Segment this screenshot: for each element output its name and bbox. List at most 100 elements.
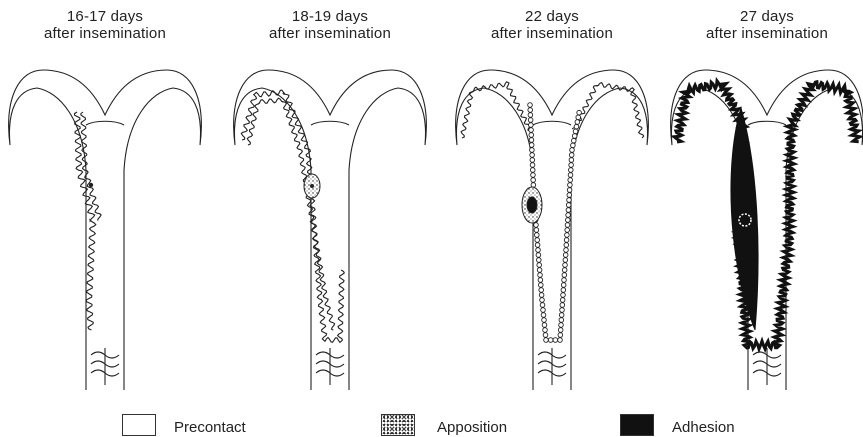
apposition-bead [566, 208, 571, 213]
apposition-bead [562, 273, 567, 278]
apposition-bead [541, 313, 546, 318]
apposition-bead [565, 223, 570, 228]
apposition-bead [531, 173, 536, 178]
apposition-bead [537, 258, 542, 263]
apposition-bead [563, 258, 568, 263]
apposition-bead [542, 318, 547, 323]
apposition-bead [564, 243, 569, 248]
embryo-dot [310, 184, 314, 188]
apposition-bead [537, 268, 542, 273]
apposition-bead [529, 138, 534, 143]
uterine-fundus-line [533, 121, 571, 125]
apposition-bead [569, 158, 574, 163]
apposition-bead [576, 115, 581, 120]
apposition-bead [561, 293, 566, 298]
uterus-diagram-1 [9, 70, 202, 390]
apposition-bead [540, 298, 545, 303]
apposition-bead [529, 128, 534, 133]
apposition-bead [548, 338, 553, 343]
apposition-bead [565, 233, 570, 238]
apposition-bead [573, 129, 578, 134]
apposition-bead [535, 238, 540, 243]
apposition-bead [530, 153, 535, 158]
apposition-bead [558, 338, 563, 343]
embryo-membrane [75, 112, 96, 330]
apposition-bead [571, 138, 576, 143]
adhesion-label: Adhesion [672, 419, 735, 436]
apposition-bead [572, 134, 577, 139]
apposition-bead [536, 253, 541, 258]
adhesion-swatch [620, 414, 654, 436]
apposition-label: Apposition [437, 419, 507, 436]
membrane-right-horn [572, 83, 644, 138]
apposition-bead [528, 113, 533, 118]
apposition-bead [528, 118, 533, 123]
apposition-bead [535, 233, 540, 238]
apposition-bead [530, 148, 535, 153]
apposition-bead [530, 158, 535, 163]
uterus-diagram-3 [456, 70, 649, 390]
precontact-swatch [122, 414, 156, 436]
apposition-bead [568, 178, 573, 183]
apposition-bead [569, 153, 574, 158]
membrane-precontact [247, 98, 334, 330]
apposition-bead [564, 238, 569, 243]
apposition-bead [567, 198, 572, 203]
uterine-fundus-line [86, 121, 124, 125]
apposition-bead [537, 263, 542, 268]
apposition-bead [560, 308, 565, 313]
apposition-bead [558, 333, 563, 338]
apposition-bead [568, 183, 573, 188]
apposition-bead [565, 228, 570, 233]
apposition-bead [539, 288, 544, 293]
apposition-bead [560, 298, 565, 303]
apposition-bead [571, 143, 576, 148]
apposition-bead [577, 110, 582, 115]
embryo-dot [89, 183, 93, 187]
apposition-bead [531, 178, 536, 183]
apposition-bead [536, 248, 541, 253]
apposition-bead [559, 318, 564, 323]
apposition-bead [574, 124, 579, 129]
apposition-bead [561, 288, 566, 293]
cervix-folds [91, 348, 119, 385]
apposition-bead [529, 123, 534, 128]
apposition-bead [559, 313, 564, 318]
apposition-bead [563, 263, 568, 268]
apposition-bead [538, 278, 543, 283]
apposition-bead [538, 273, 543, 278]
apposition-bead [569, 163, 574, 168]
uterus-diagram-4 [671, 70, 863, 390]
membrane-precontact [241, 90, 344, 342]
apposition-bead [568, 173, 573, 178]
apposition-bead [530, 168, 535, 173]
apposition-bead [553, 338, 558, 343]
apposition-bead [569, 168, 574, 173]
embryo-membrane [81, 112, 101, 221]
apposition-bead [529, 133, 534, 138]
embryo-adhesion-core [527, 197, 537, 213]
apposition-bead [558, 328, 563, 333]
apposition-bead [567, 193, 572, 198]
apposition-bead [528, 108, 533, 113]
apposition-bead [530, 163, 535, 168]
membrane-left-horn [461, 82, 530, 138]
apposition-bead [566, 218, 571, 223]
uterine-fundus-line [748, 121, 786, 125]
precontact-label: Precontact [174, 419, 246, 436]
uterus-outline [9, 70, 202, 390]
apposition-bead [544, 338, 549, 343]
apposition-bead [562, 278, 567, 283]
apposition-bead [570, 148, 575, 153]
apposition-bead [534, 223, 539, 228]
apposition-bead [534, 228, 539, 233]
cervix-folds [538, 348, 566, 385]
apposition-bead [561, 283, 566, 288]
apposition-bead [539, 293, 544, 298]
apposition-swatch [381, 414, 415, 436]
uterus-diagram-2 [234, 70, 427, 390]
apposition-bead [541, 308, 546, 313]
apposition-bead [529, 143, 534, 148]
apposition-bead [543, 328, 548, 333]
